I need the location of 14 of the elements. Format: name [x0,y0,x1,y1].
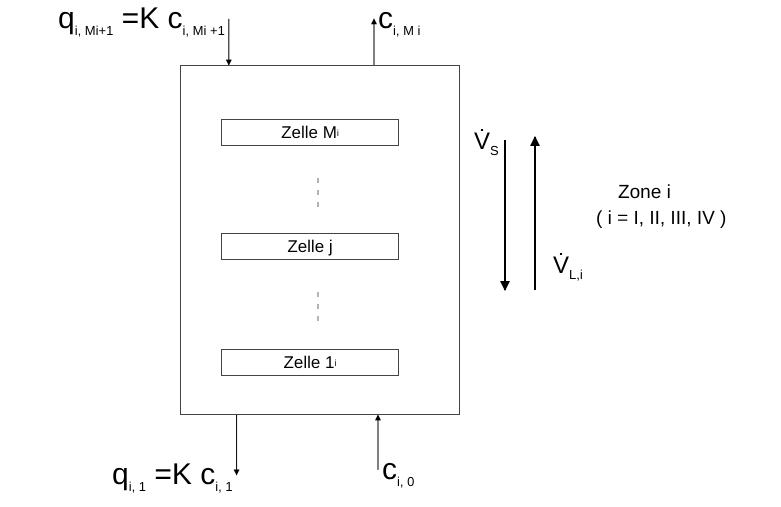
flow-label: V̇$_{S}$ [474,128,499,158]
cell-box: Zelle j [221,233,399,260]
flow-label: V̇$_{L,i}$ [553,252,583,282]
arrow [234,414,240,476]
formula-label: c$_{i, M i}$ [378,4,420,37]
formula-label: c$_{i, 0}$ [382,455,414,488]
zone-label: Zone i [618,182,671,204]
arrow [371,18,377,66]
formula-label: q$_{i, 1}$ =K c$_{i, 1}$ [112,460,233,493]
formula-label: q$_{i, Mi+1}$ =K c$_{i, Mi +1}$ [58,4,225,37]
arrow [375,414,381,470]
zone-note: ( i = I, II, III, IV ) [596,208,726,230]
arrow [226,18,232,66]
column-box [180,65,460,415]
